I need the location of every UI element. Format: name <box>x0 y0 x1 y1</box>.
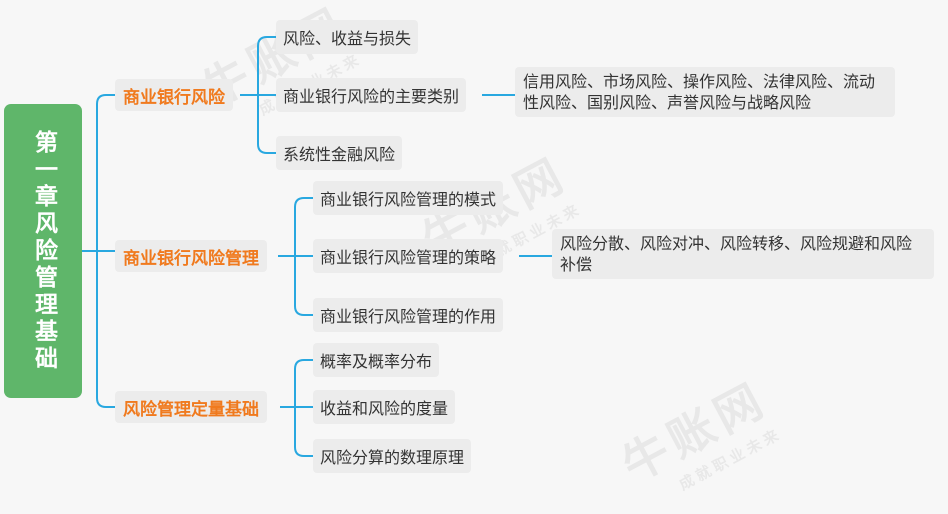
topic-node[interactable]: 商业银行风险管理的策略 <box>313 239 504 273</box>
topic-label: 商业银行风险管理的策略 <box>320 248 497 267</box>
topic-label: 风险分算的数理原理 <box>320 448 465 467</box>
branch-node-bank-risk[interactable]: 商业银行风险 <box>115 79 233 111</box>
branch-label: 商业银行风险 <box>123 87 225 108</box>
detail-text: 风险分散、风险对冲、风险转移、风险规避和风险补偿 <box>560 234 913 274</box>
topic-label: 商业银行风险的主要类别 <box>283 87 460 106</box>
topic-node[interactable]: 商业银行风险管理的模式 <box>313 181 504 215</box>
connector-lines <box>82 36 552 457</box>
topic-label: 商业银行风险管理的作用 <box>320 307 497 326</box>
detail-node[interactable]: 信用风险、市场风险、操作风险、法律风险、流动性风险、国别风险、声誉风险与战略风险 <box>515 67 895 117</box>
topic-label: 系统性金融风险 <box>283 145 396 164</box>
detail-text: 信用风险、市场风险、操作风险、法律风险、流动性风险、国别风险、声誉风险与战略风险 <box>523 72 876 112</box>
branch-node-quant-basis[interactable]: 风险管理定量基础 <box>115 391 267 423</box>
branch-label: 风险管理定量基础 <box>123 399 259 420</box>
topic-node[interactable]: 概率及概率分布 <box>313 343 440 377</box>
detail-node[interactable]: 风险分散、风险对冲、风险转移、风险规避和风险补偿 <box>552 229 934 279</box>
topic-node[interactable]: 收益和风险的度量 <box>313 390 456 424</box>
topic-label: 风险、收益与损失 <box>283 29 412 48</box>
topic-node[interactable]: 系统性金融风险 <box>276 136 403 170</box>
topic-label: 收益和风险的度量 <box>320 399 449 418</box>
topic-label: 商业银行风险管理的模式 <box>320 190 497 209</box>
root-node[interactable]: 第一章风险管理基础 <box>4 104 82 398</box>
branch-node-risk-management[interactable]: 商业银行风险管理 <box>115 240 267 272</box>
branch-label: 商业银行风险管理 <box>123 248 259 269</box>
topic-node[interactable]: 风险分算的数理原理 <box>313 439 472 473</box>
topic-node[interactable]: 商业银行风险管理的作用 <box>313 298 504 332</box>
topic-label: 概率及概率分布 <box>320 352 433 371</box>
topic-node[interactable]: 风险、收益与损失 <box>276 20 419 54</box>
topic-node[interactable]: 商业银行风险的主要类别 <box>276 78 467 112</box>
root-title: 第一章风险管理基础 <box>30 129 57 373</box>
